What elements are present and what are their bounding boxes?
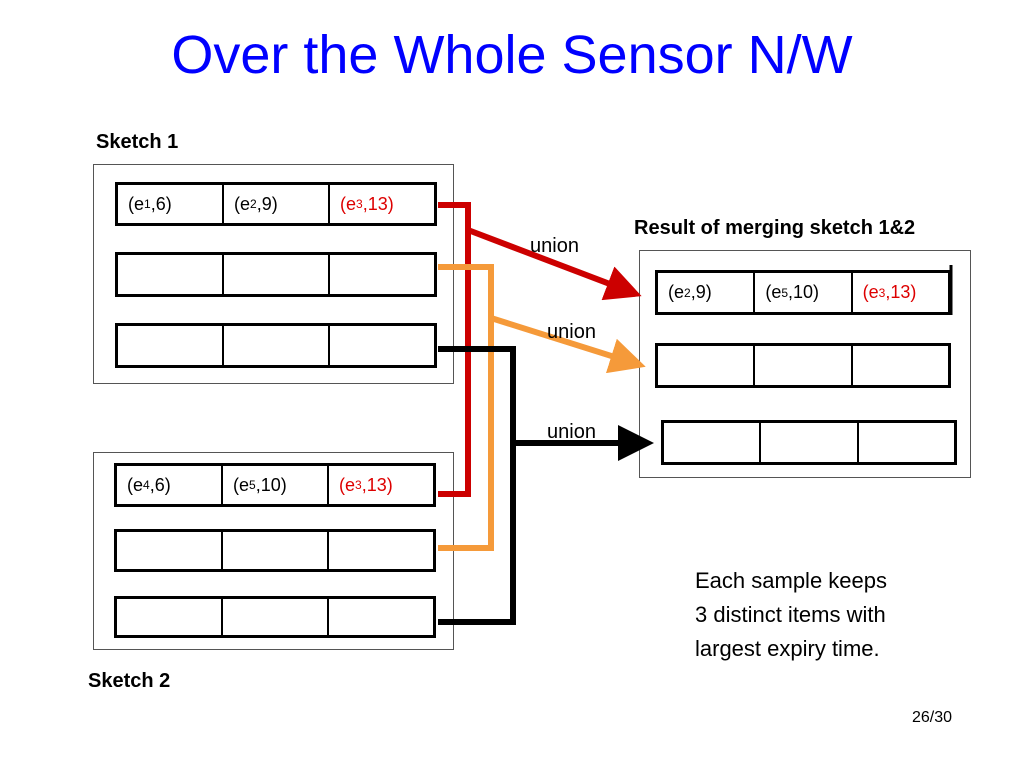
empty-cell xyxy=(850,346,948,385)
empty-cell xyxy=(328,326,434,365)
orange-union-arrow-head xyxy=(490,315,646,374)
union-label-red: union xyxy=(530,235,579,257)
result-row-2 xyxy=(655,343,951,388)
empty-cell xyxy=(759,423,856,462)
result-label: Result of merging sketch 1&2 xyxy=(634,217,916,239)
note-line-1: Each sample keeps xyxy=(695,568,887,593)
sketch1-row-3 xyxy=(115,323,437,368)
empty-cell xyxy=(327,599,433,635)
sketch2-row-3 xyxy=(114,596,436,638)
slide-title: Over the Whole Sensor N/W xyxy=(171,25,853,85)
red-union-arrow-head xyxy=(466,227,642,301)
sketch1-row-2 xyxy=(115,252,437,297)
sketch1-label: Sketch 1 xyxy=(96,131,179,153)
note-line-2: 3 distinct items with xyxy=(695,602,886,627)
empty-cell xyxy=(753,346,850,385)
union-label-orange: union xyxy=(547,321,596,343)
orange-union-arrow xyxy=(438,264,494,551)
note-text: Each sample keeps 3 distinct items with … xyxy=(695,564,887,666)
page-number: 26/30 xyxy=(912,709,953,726)
note-line-3: largest expiry time. xyxy=(695,636,880,661)
empty-cell xyxy=(328,255,434,294)
result-row-3 xyxy=(661,420,957,465)
empty-cell xyxy=(222,326,328,365)
empty-cell xyxy=(221,599,327,635)
sketch2-row-2 xyxy=(114,529,436,572)
sketch2-label: Sketch 2 xyxy=(88,670,171,692)
empty-cell xyxy=(327,532,433,569)
union-label-black: union xyxy=(547,421,596,443)
empty-cell xyxy=(222,255,328,294)
black-union-arrow xyxy=(438,346,516,625)
empty-cell xyxy=(856,423,954,462)
empty-cell xyxy=(221,532,327,569)
